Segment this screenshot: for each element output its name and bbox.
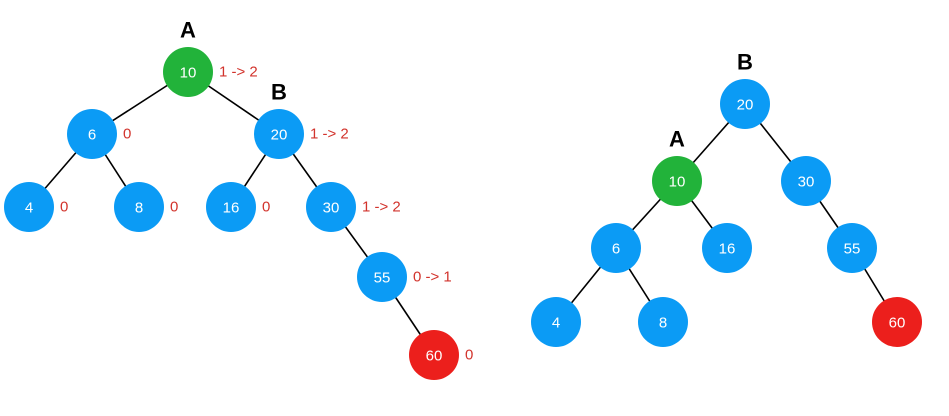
- node-label: 16: [719, 241, 736, 258]
- node-circle: [652, 156, 702, 206]
- node-20: 20 1 -> 2 B: [254, 80, 349, 159]
- node-circle: [357, 252, 407, 302]
- balance-factor-label: 0: [170, 199, 178, 216]
- node-label: 8: [659, 315, 667, 332]
- node-label: 55: [844, 241, 861, 258]
- node-marker-A: A: [180, 18, 196, 43]
- balance-factor-label: 0: [60, 199, 68, 216]
- node-label: 16: [223, 200, 240, 217]
- node-label: 60: [889, 315, 906, 332]
- node-circle: [306, 182, 356, 232]
- node-label: 4: [25, 200, 33, 217]
- node-60: 60 0: [409, 330, 473, 380]
- tree-after: 20 B 10 A 30 6 16 55 4 8 60: [531, 50, 922, 347]
- balance-factor-label: 1 -> 2: [219, 64, 258, 81]
- node-circle: [67, 109, 117, 159]
- node-circle: [591, 223, 641, 273]
- node-label: 8: [135, 200, 143, 217]
- node-label: 10: [669, 174, 686, 191]
- node-label: 30: [798, 174, 815, 191]
- node-circle: [872, 297, 922, 347]
- node-55: 55 0 -> 1: [357, 252, 452, 302]
- node-label: 4: [552, 315, 560, 332]
- node-marker-B: B: [271, 80, 287, 105]
- node-10: 10 1 -> 2 A: [163, 18, 258, 97]
- node-16: 16 0: [206, 182, 270, 232]
- node-30: 30 1 -> 2: [306, 182, 401, 232]
- node-label: 55: [374, 270, 391, 287]
- balance-factor-label: 1 -> 2: [310, 126, 349, 143]
- node-16: 16: [702, 223, 752, 273]
- node-30: 30: [781, 156, 831, 206]
- node-circle: [720, 79, 770, 129]
- node-circle: [702, 223, 752, 273]
- node-marker-A: A: [669, 127, 685, 152]
- balance-factor-label: 1 -> 2: [362, 199, 401, 216]
- node-60: 60: [872, 297, 922, 347]
- balance-factor-label: 0: [465, 347, 473, 364]
- node-55: 55: [827, 223, 877, 273]
- node-circle: [4, 182, 54, 232]
- balance-factor-label: 0: [123, 126, 131, 143]
- node-8: 8: [638, 297, 688, 347]
- balance-factor-label: 0 -> 1: [413, 269, 452, 286]
- node-10: 10 A: [652, 127, 702, 206]
- node-label: 60: [426, 348, 443, 365]
- node-label: 6: [612, 241, 620, 258]
- node-circle: [254, 109, 304, 159]
- node-circle: [114, 182, 164, 232]
- node-circle: [163, 47, 213, 97]
- node-label: 6: [88, 127, 96, 144]
- node-6: 6: [591, 223, 641, 273]
- node-4: 4: [531, 297, 581, 347]
- node-circle: [638, 297, 688, 347]
- node-circle: [781, 156, 831, 206]
- node-marker-B: B: [737, 50, 753, 75]
- node-circle: [206, 182, 256, 232]
- node-label: 20: [737, 97, 754, 114]
- node-circle: [827, 223, 877, 273]
- node-label: 20: [271, 127, 288, 144]
- balance-factor-label: 0: [262, 199, 270, 216]
- node-20: 20 B: [720, 50, 770, 129]
- node-label: 10: [180, 65, 197, 82]
- node-label: 30: [323, 200, 340, 217]
- node-circle: [531, 297, 581, 347]
- node-circle: [409, 330, 459, 380]
